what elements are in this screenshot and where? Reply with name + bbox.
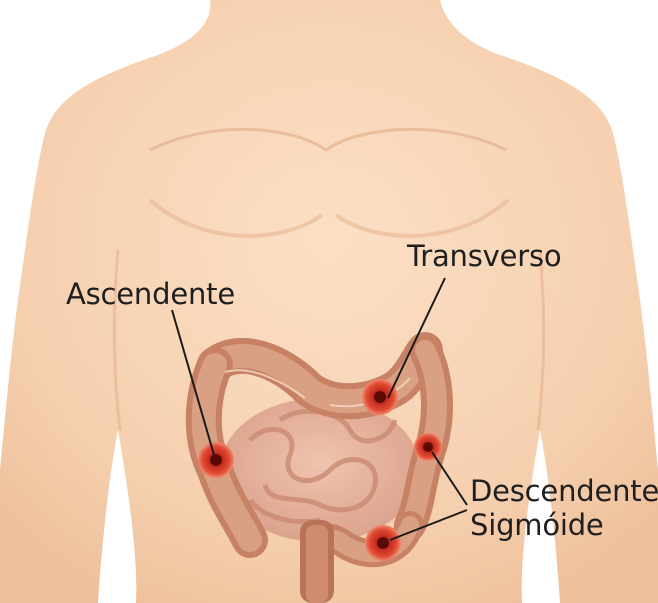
label-descendente: Descendente (470, 477, 658, 506)
lesion-marker-ascendente (198, 442, 234, 478)
label-ascendente: Ascendente (66, 280, 235, 309)
lesion-marker-sigmoide (365, 525, 401, 561)
lesion-marker-transverso (362, 379, 398, 415)
label-transverso: Transverso (407, 242, 561, 271)
label-sigmoide: Sigmóide (470, 511, 604, 540)
lesion-marker-descendente (414, 433, 442, 461)
